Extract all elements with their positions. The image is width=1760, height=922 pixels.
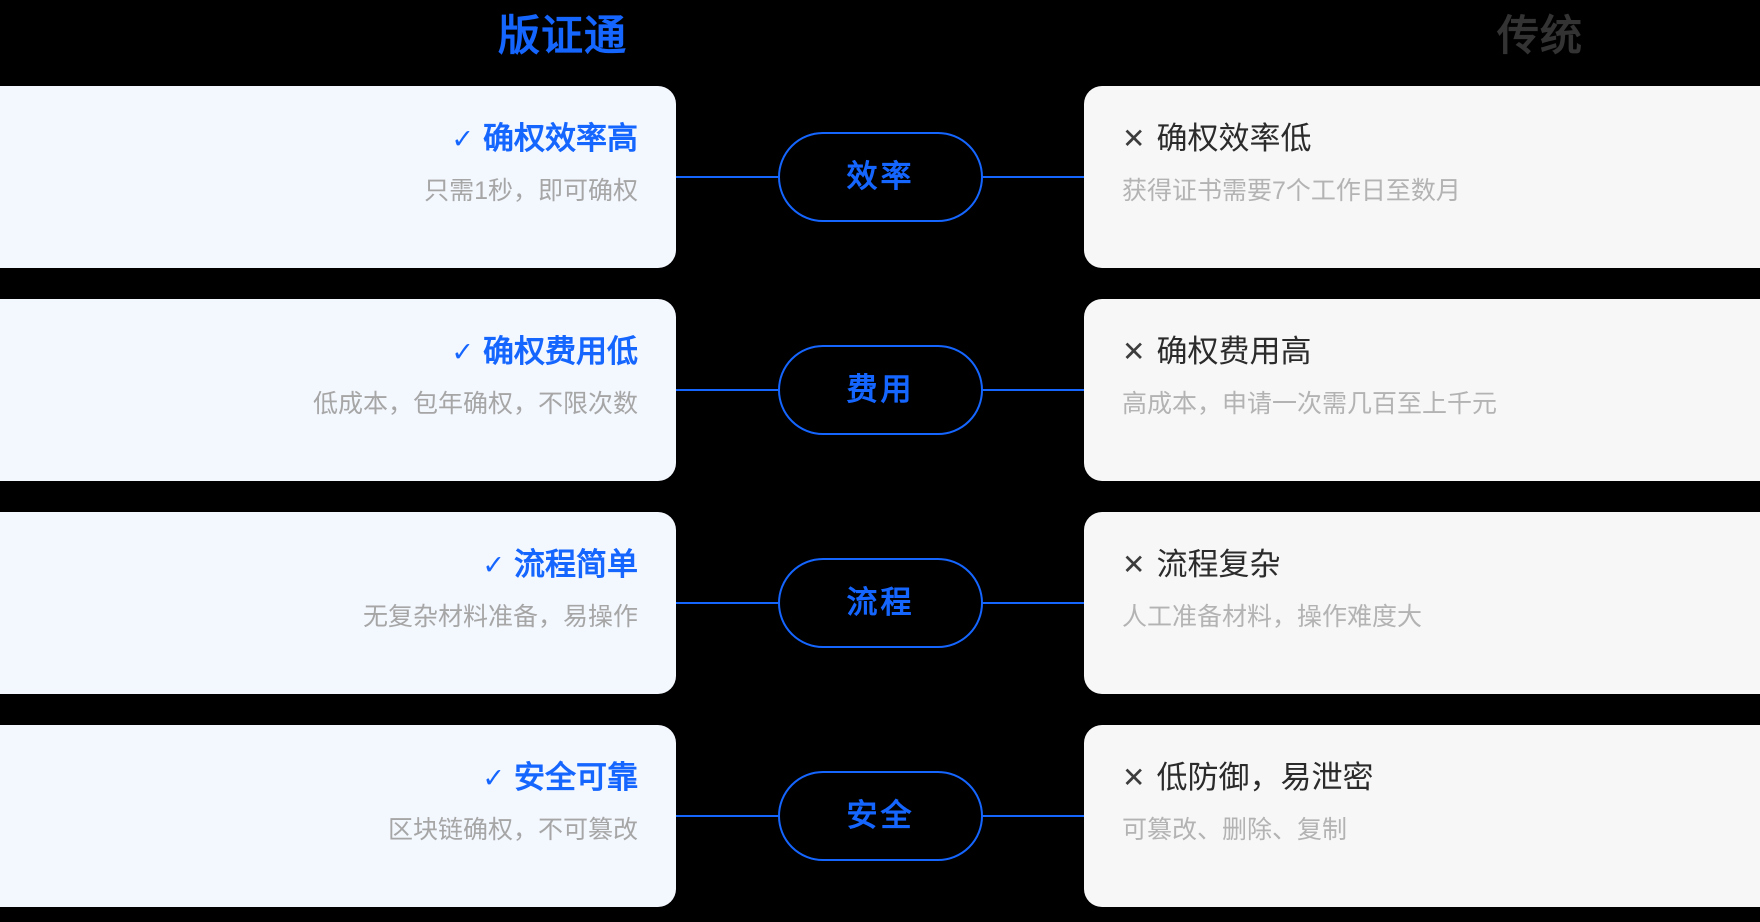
category-badge-label: 安全 [846, 798, 915, 833]
connector-line-left [676, 602, 780, 604]
header-title-traditional: 传统 [1496, 12, 1583, 59]
pro-card[interactable]: ✓ 确权费用低 低成本，包年确权，不限次数 [0, 299, 676, 481]
cross-icon: ✕ [1122, 762, 1146, 793]
category-badge[interactable]: 流程 [778, 558, 983, 648]
pro-card-title: ✓ 安全可靠 [0, 755, 638, 801]
con-card-subtitle: 人工准备材料，操作难度大 [1122, 603, 1423, 631]
connector-line-left [676, 389, 780, 391]
pro-card-subtitle: 只需1秒，即可确权 [424, 177, 638, 205]
connector-line-right [981, 602, 1085, 604]
con-card-title-text: 确权效率低 [1156, 121, 1312, 156]
connector-line-left [676, 815, 780, 817]
category-badge[interactable]: 安全 [778, 771, 983, 861]
cross-icon: ✕ [1122, 336, 1146, 367]
comparison-row: ✓ 确权效率高 只需1秒，即可确权 效率 ✕ 确权效率低 获得证书需要7个工作日至数… [0, 86, 1760, 268]
header-title-product: 版证通 [497, 12, 627, 59]
check-icon: ✓ [451, 124, 474, 154]
con-card-subtitle: 可篡改、删除、复制 [1122, 816, 1348, 844]
check-icon: ✓ [482, 550, 505, 580]
connector-line-right [981, 815, 1085, 817]
category-badge-label: 效率 [846, 159, 915, 194]
cross-icon: ✕ [1122, 549, 1146, 580]
con-card[interactable]: ✕ 流程复杂 人工准备材料，操作难度大 [1084, 512, 1760, 694]
pro-card[interactable]: ✓ 安全可靠 区块链确权，不可篡改 [0, 725, 676, 907]
pro-card[interactable]: ✓ 流程简单 无复杂材料准备，易操作 [0, 512, 676, 694]
pro-card-title-text: 流程简单 [514, 547, 638, 582]
pro-card-title-text: 确权效率高 [483, 121, 638, 156]
category-badge-label: 费用 [846, 372, 915, 407]
comparison-row: ✓ 确权费用低 低成本，包年确权，不限次数 费用 ✕ 确权费用高 高成本，申请一次需… [0, 299, 1760, 481]
con-card-subtitle: 高成本，申请一次需几百至上千元 [1122, 390, 1498, 418]
category-badge-label: 流程 [846, 585, 915, 620]
pro-card[interactable]: ✓ 确权效率高 只需1秒，即可确权 [0, 86, 676, 268]
cross-icon: ✕ [1122, 123, 1146, 154]
con-card-subtitle: 获得证书需要7个工作日至数月 [1122, 177, 1461, 205]
con-card-title: ✕ 流程复杂 [1122, 542, 1760, 588]
con-card-title-text: 确权费用高 [1156, 334, 1312, 369]
check-icon: ✓ [482, 763, 505, 793]
comparison-row: ✓ 流程简单 无复杂材料准备，易操作 流程 ✕ 流程复杂 人工准备材料，操作难度大 [0, 512, 1760, 694]
con-card-title: ✕ 确权效率低 [1122, 116, 1760, 162]
category-badge[interactable]: 效率 [778, 132, 983, 222]
pro-card-title-text: 确权费用低 [483, 334, 638, 369]
comparison-header: 版证通 传统 [0, 0, 1760, 78]
connector-line-right [981, 389, 1085, 391]
con-card[interactable]: ✕ 低防御，易泄密 可篡改、删除、复制 [1084, 725, 1760, 907]
check-icon: ✓ [451, 337, 474, 367]
con-card-title-text: 低防御，易泄密 [1156, 760, 1374, 795]
connector-line-right [981, 176, 1085, 178]
pro-card-title: ✓ 流程简单 [0, 542, 638, 588]
con-card[interactable]: ✕ 确权效率低 获得证书需要7个工作日至数月 [1084, 86, 1760, 268]
category-badge[interactable]: 费用 [778, 345, 983, 435]
con-card-title: ✕ 确权费用高 [1122, 329, 1760, 375]
con-card[interactable]: ✕ 确权费用高 高成本，申请一次需几百至上千元 [1084, 299, 1760, 481]
con-card-title-text: 流程复杂 [1156, 547, 1281, 582]
con-card-title: ✕ 低防御，易泄密 [1122, 755, 1760, 801]
connector-line-left [676, 176, 780, 178]
pro-card-subtitle: 低成本，包年确权，不限次数 [312, 390, 638, 418]
pro-card-title: ✓ 确权效率高 [0, 116, 638, 162]
pro-card-subtitle: 无复杂材料准备，易操作 [362, 603, 638, 631]
comparison-row: ✓ 安全可靠 区块链确权，不可篡改 安全 ✕ 低防御，易泄密 可篡改、删除、复制 [0, 725, 1760, 907]
pro-card-title: ✓ 确权费用低 [0, 329, 638, 375]
pro-card-subtitle: 区块链确权，不可篡改 [387, 816, 638, 844]
pro-card-title-text: 安全可靠 [514, 760, 638, 795]
